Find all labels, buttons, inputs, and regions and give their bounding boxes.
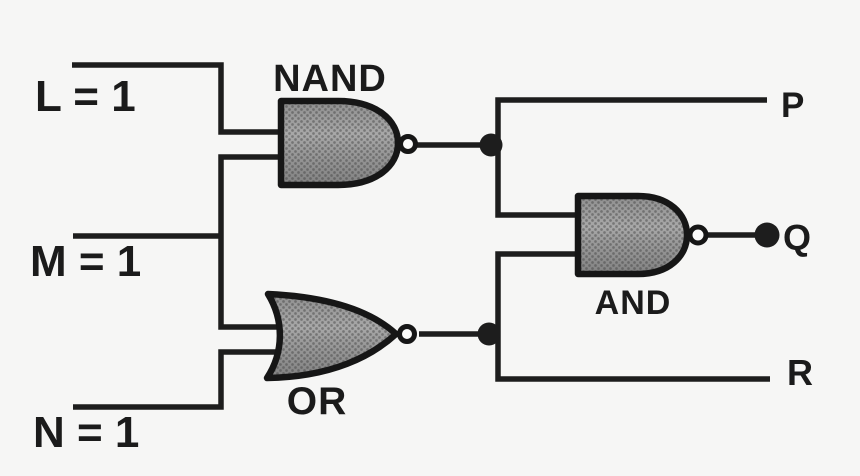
output-label-p: P [781, 86, 804, 125]
and-gate [578, 196, 709, 274]
or-inverter-bubble-icon [397, 324, 417, 344]
wire-p-branch-to-and-top [495, 97, 767, 218]
or-gate-label: OR [287, 380, 348, 423]
junction-dot-or-output [477, 322, 501, 346]
output-label-q: Q [783, 217, 811, 258]
labels: L = 1 M = 1 N = 1 NAND OR AND P Q R [30, 58, 813, 457]
wire-input-l-to-nand-top [72, 62, 281, 135]
or-gate [267, 294, 417, 378]
wire-input-n-to-or-bottom [73, 349, 292, 410]
input-label-n: N = 1 [33, 408, 139, 457]
wires [72, 62, 770, 410]
and-inverter-bubble-icon [687, 224, 709, 246]
output-label-r: R [787, 352, 813, 393]
or-gate-body [267, 294, 396, 378]
nand-inverter-bubble-icon [398, 134, 418, 154]
nand-gate-label: NAND [273, 58, 387, 100]
nand-gate [281, 101, 418, 185]
junction-dots [477, 133, 780, 346]
and-gate-body [578, 196, 687, 274]
and-gate-label: AND [595, 284, 672, 322]
wire-trunk-nand-bottom-to-or-top [218, 154, 292, 330]
nand-gate-body [281, 101, 398, 185]
terminal-dot-q [754, 222, 780, 248]
junction-dot-nand-output [479, 133, 503, 157]
input-label-m: M = 1 [30, 237, 141, 286]
input-label-l: L = 1 [35, 72, 136, 121]
wire-and-bottom-to-r-branch [495, 251, 770, 382]
